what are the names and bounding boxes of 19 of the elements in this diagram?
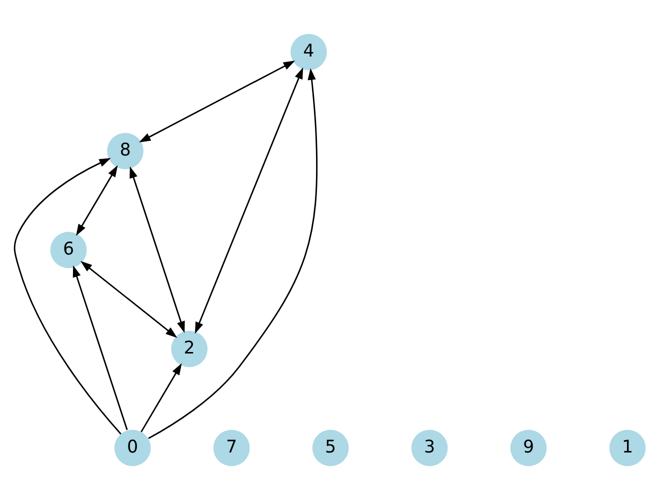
arrow — [80, 260, 178, 338]
node-circle: 0 — [114, 429, 151, 466]
node-circle: 7 — [213, 429, 250, 466]
arrow — [130, 166, 185, 332]
arrow — [194, 66, 304, 334]
arrow — [76, 164, 118, 236]
node-circle: 1 — [609, 429, 646, 466]
node-circle: 8 — [107, 132, 144, 169]
arrow — [139, 60, 296, 142]
arrow — [140, 362, 182, 432]
node-circle: 5 — [312, 429, 349, 466]
node-circle: 4 — [290, 33, 327, 70]
node-circle: 9 — [510, 429, 547, 466]
node-circle: 3 — [411, 429, 448, 466]
node-circle: 6 — [50, 231, 87, 268]
arrow — [148, 68, 318, 439]
arrow — [72, 264, 128, 430]
arrow — [14, 158, 122, 434]
node-circle: 2 — [171, 330, 208, 367]
